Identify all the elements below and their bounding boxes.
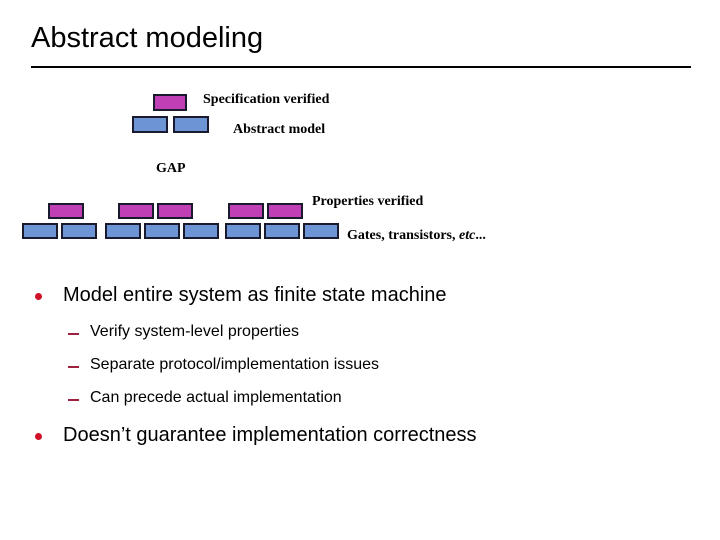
label-properties-verified: Properties verified xyxy=(312,194,424,209)
sub-bullet-item-1-1: Verify system-level properties xyxy=(68,323,299,341)
sub-bullet-item-1-3-text: Can precede actual implementation xyxy=(90,389,342,406)
bullet-item-1-text: Model entire system as finite state mach… xyxy=(63,284,447,306)
concrete-base-block-5 xyxy=(183,223,219,239)
dash-marker-icon xyxy=(68,366,79,368)
label-abstract-model: Abstract model xyxy=(233,122,326,137)
dash-marker-icon xyxy=(68,333,79,335)
concrete-base-block-4 xyxy=(144,223,180,239)
abstract-base-block-1 xyxy=(132,116,168,133)
bullet-marker-icon xyxy=(35,293,42,300)
label-specification-verified: Specification verified xyxy=(203,92,330,107)
sub-bullet-item-1-3: Can precede actual implementation xyxy=(68,389,342,407)
sub-bullet-item-1-1-text: Verify system-level properties xyxy=(90,323,299,340)
page-title: Abstract modeling xyxy=(31,22,264,54)
abstract-base-block-2 xyxy=(173,116,209,133)
dash-marker-icon xyxy=(68,399,79,401)
concrete-base-block-1 xyxy=(22,223,58,239)
label-gates-transistors-text: Gates, transistors, xyxy=(347,228,459,243)
label-gates-transistors-italic: etc xyxy=(459,228,476,243)
concrete-top-block-2 xyxy=(118,203,154,219)
label-gap: GAP xyxy=(156,161,186,176)
bullet-item-1: Model entire system as finite state mach… xyxy=(35,284,447,307)
concrete-top-block-1 xyxy=(48,203,84,219)
concrete-base-block-7 xyxy=(264,223,300,239)
concrete-top-block-4 xyxy=(228,203,264,219)
bullet-marker-icon xyxy=(35,433,42,440)
concrete-top-block-5 xyxy=(267,203,303,219)
bullet-item-2: Doesn’t guarantee implementation correct… xyxy=(35,424,477,447)
concrete-base-block-3 xyxy=(105,223,141,239)
label-gates-transistors: Gates, transistors, etc... xyxy=(347,228,486,244)
concrete-base-block-8 xyxy=(303,223,339,239)
bullet-item-2-text: Doesn’t guarantee implementation correct… xyxy=(63,424,477,446)
abstract-top-block-1 xyxy=(153,94,187,111)
concrete-base-block-2 xyxy=(61,223,97,239)
concrete-top-block-3 xyxy=(157,203,193,219)
label-gates-transistors-tail: ... xyxy=(475,228,486,243)
sub-bullet-item-1-2-text: Separate protocol/implementation issues xyxy=(90,356,380,373)
title-divider xyxy=(31,66,691,68)
concrete-base-block-6 xyxy=(225,223,261,239)
sub-bullet-item-1-2: Separate protocol/implementation issues xyxy=(68,356,380,374)
